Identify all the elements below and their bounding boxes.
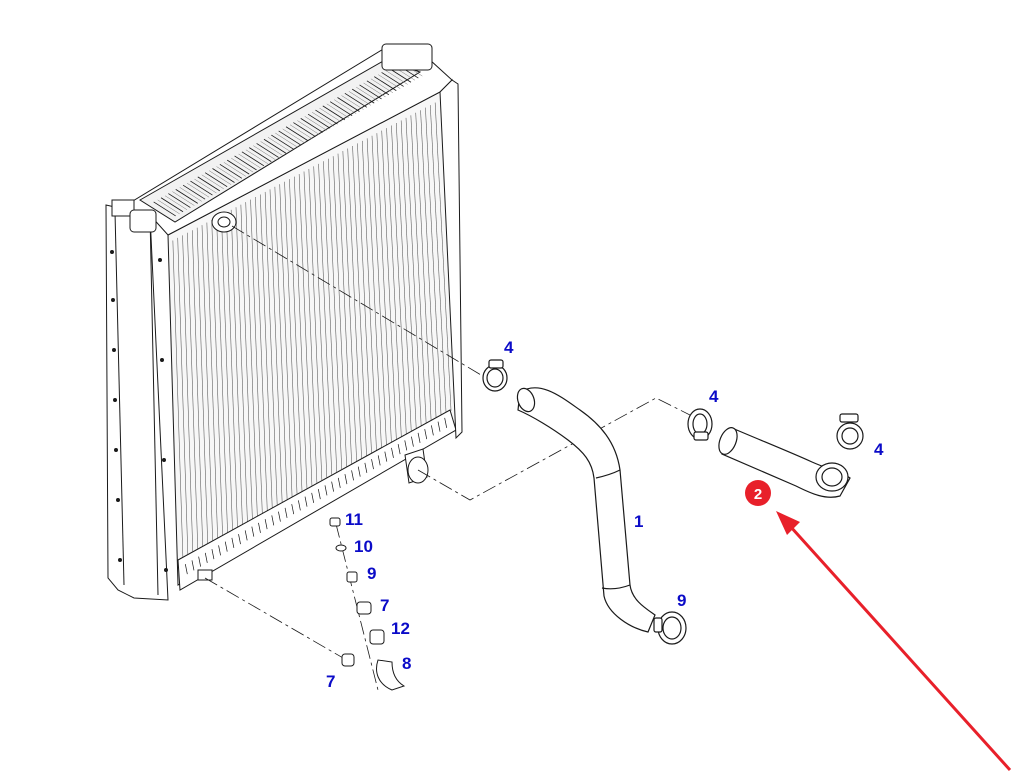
part-7-clamp-upper <box>357 602 371 614</box>
label-clamp-4-upper: 4 <box>504 338 514 357</box>
label-part-10: 10 <box>354 537 373 556</box>
radiator-left-tank <box>106 205 168 600</box>
highlight-badge-number: 2 <box>754 486 762 503</box>
highlight-pointer: 2 <box>745 480 1012 772</box>
label-clamp-4-right: 4 <box>874 440 884 459</box>
label-clamp-9: 9 <box>677 591 686 610</box>
label-part-11: 11 <box>345 510 363 529</box>
part-11-plug <box>330 518 340 526</box>
drain-assembly <box>330 518 404 690</box>
radiator-inlet-neck <box>212 212 236 232</box>
radiator-core-fins <box>173 103 451 561</box>
radiator-drain-fitting <box>198 570 212 580</box>
hose-clamp-4-middle <box>688 409 712 440</box>
guide-line-lower <box>417 397 701 501</box>
label-clamp-4-middle: 4 <box>709 387 719 406</box>
radiator-bracket <box>112 200 134 216</box>
part-12-valve <box>370 630 384 644</box>
label-part-9: 9 <box>367 564 376 583</box>
label-part-7-lower: 7 <box>326 672 335 691</box>
radiator-bottom-teeth <box>185 418 446 574</box>
radiator-tank-edge <box>115 212 124 585</box>
part-7-clamp-lower <box>342 654 354 666</box>
hose-1 <box>514 386 655 632</box>
radiator-tank-screws <box>111 251 168 572</box>
callout-labels: 4 1 4 4 11 10 9 7 12 8 7 9 <box>326 338 884 691</box>
part-8-drain-hose <box>377 660 404 690</box>
red-arrow-shaft <box>788 524 1012 772</box>
radiator-filler-housing <box>382 44 432 70</box>
label-part-8: 8 <box>402 654 411 673</box>
label-part-12: 12 <box>391 619 410 638</box>
radiator-right-frame <box>440 80 462 438</box>
label-hose-1: 1 <box>634 512 643 531</box>
part-10-washer <box>336 545 346 551</box>
radiator-top-ribs <box>154 62 423 216</box>
hose-2 <box>715 425 850 497</box>
highlight-badge <box>745 480 771 506</box>
label-part-7-upper: 7 <box>380 596 389 615</box>
hose-clamp-9 <box>654 612 686 644</box>
guide-line-drain <box>204 577 351 663</box>
radiator-tank-edge <box>150 215 158 595</box>
part-9-fitting <box>347 572 357 582</box>
radiator <box>106 44 462 600</box>
hose-clamp-4-right <box>837 414 863 449</box>
hose-clamp-4-upper <box>483 360 507 391</box>
radiator-bracket <box>130 210 156 232</box>
red-arrow-head <box>776 511 800 535</box>
radiator-inlet-bore <box>218 217 230 227</box>
